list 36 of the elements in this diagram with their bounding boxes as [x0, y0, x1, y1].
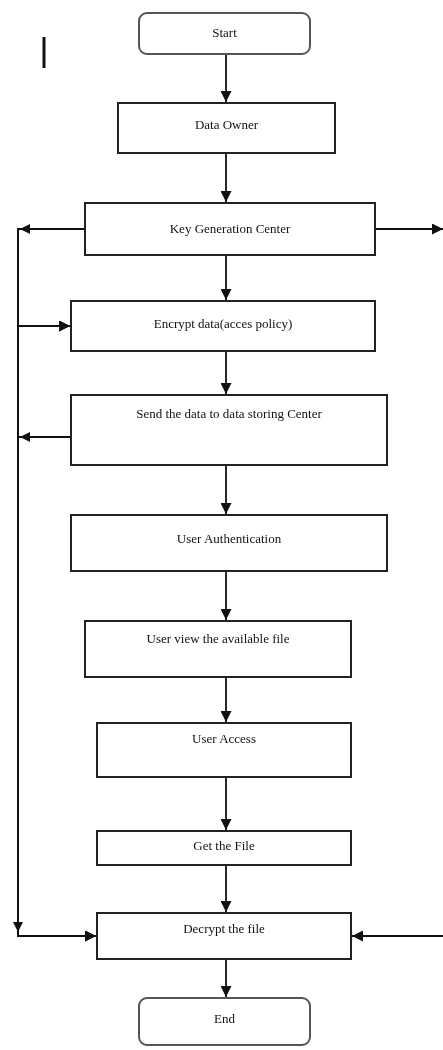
arrow [220, 54, 232, 103]
process-box [96, 912, 352, 960]
step-label: User Access [191, 731, 257, 747]
arrow [375, 223, 443, 235]
step-label: User view the available file [145, 631, 291, 647]
arrow [220, 677, 232, 723]
step-label: Key Generation Center [168, 221, 292, 237]
arrow [351, 930, 443, 942]
process-box [84, 620, 352, 678]
arrow [220, 959, 232, 998]
arrow [220, 777, 232, 831]
process-box [96, 830, 352, 866]
terminator-box [138, 997, 311, 1046]
step-label: Encrypt data(acces policy) [152, 316, 294, 332]
arrow [17, 436, 97, 942]
terminator-box [138, 12, 311, 55]
step-label: Decrypt the file [182, 921, 266, 937]
arrow [220, 351, 232, 395]
step-label: Data Owner [193, 117, 260, 133]
arrow [220, 153, 232, 203]
step-label: Start [211, 25, 238, 41]
process-box [117, 102, 336, 154]
process-box [84, 202, 376, 256]
process-box [70, 394, 388, 466]
step-label: End [213, 1011, 236, 1027]
arrow [17, 320, 71, 438]
arrow [220, 255, 232, 301]
step-label: User Authentication [175, 531, 283, 547]
step-label: Send the data to data storing Center [135, 406, 323, 422]
step-label: Get the File [192, 838, 256, 854]
process-box [70, 514, 388, 572]
arrow [220, 865, 232, 913]
arrow [220, 571, 232, 621]
arrow [220, 465, 232, 515]
process-box [96, 722, 352, 778]
process-box [70, 300, 376, 352]
